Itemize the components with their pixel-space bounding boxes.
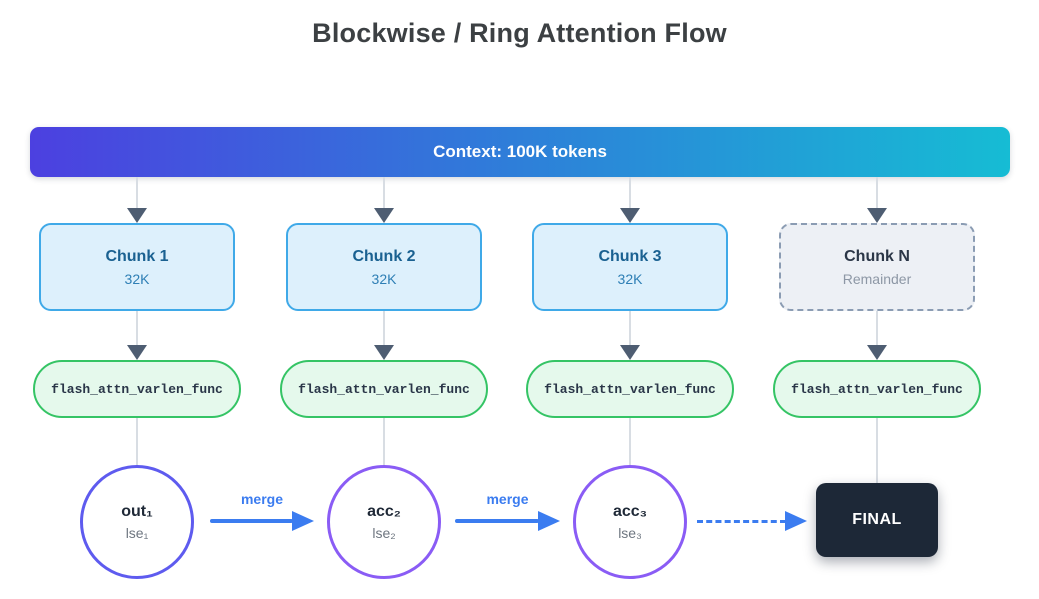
flash-attn-pill-4: flash_attn_varlen_func	[773, 360, 981, 418]
acc-node-2: acc₂ lse₂	[327, 465, 441, 579]
connector-line	[136, 311, 138, 345]
chunk-box-1: Chunk 1 32K	[39, 223, 235, 311]
chunk-label: Chunk 1	[105, 247, 169, 265]
connector-line	[383, 177, 385, 208]
chunk-box-2: Chunk 2 32K	[286, 223, 482, 311]
flash-attn-label: flash_attn_varlen_func	[298, 381, 470, 397]
merge-label: merge	[240, 491, 284, 507]
arrow-shaft	[697, 519, 786, 523]
final-box: FINAL	[816, 483, 938, 557]
chunk-box-3: Chunk 3 32K	[532, 223, 728, 311]
connector-line	[629, 311, 631, 345]
connector-line	[629, 177, 631, 208]
flash-attn-pill-1: flash_attn_varlen_func	[33, 360, 241, 418]
final-label: FINAL	[852, 511, 902, 528]
arrow-down-icon	[620, 208, 640, 223]
context-banner: Context: 100K tokens	[30, 127, 1010, 177]
chunk-size-label: Remainder	[842, 270, 912, 287]
flash-attn-label: flash_attn_varlen_func	[544, 381, 716, 397]
arrow-head	[785, 511, 807, 531]
arrow-shaft	[210, 519, 293, 523]
arrow-down-icon	[374, 208, 394, 223]
context-banner-label: Context: 100K tokens	[433, 142, 607, 161]
chunk-label: Chunk N	[844, 247, 910, 265]
arrow-down-icon	[867, 208, 887, 223]
node-sub-label: lse₁	[125, 525, 149, 541]
node-sub-label: lse₃	[618, 525, 642, 541]
arrow-down-icon	[127, 208, 147, 223]
node-sub-label: lse₂	[372, 525, 396, 541]
chunk-label: Chunk 3	[598, 247, 662, 265]
node-label: out₁	[121, 503, 153, 520]
node-label: acc₂	[367, 503, 401, 520]
connector-line	[136, 418, 138, 466]
arrow-head	[538, 511, 560, 531]
connector-line	[629, 418, 631, 466]
chunk-label: Chunk 2	[352, 247, 416, 265]
page-title: Blockwise / Ring Attention Flow	[312, 18, 727, 48]
arrow-head	[292, 511, 314, 531]
connector-line	[876, 311, 878, 345]
connector-line	[876, 177, 878, 208]
arrow-shaft	[455, 519, 539, 523]
arrow-down-icon	[620, 345, 640, 360]
flash-attn-label: flash_attn_varlen_func	[791, 381, 963, 397]
connector-line	[383, 418, 385, 466]
out-node-1: out₁ lse₁	[80, 465, 194, 579]
chunk-size-label: 32K	[371, 270, 397, 287]
flash-attn-pill-3: flash_attn_varlen_func	[526, 360, 734, 418]
flash-attn-label: flash_attn_varlen_func	[51, 381, 223, 397]
acc-node-3: acc₃ lse₃	[573, 465, 687, 579]
connector-line	[136, 177, 138, 208]
node-label: acc₃	[612, 503, 648, 520]
merge-label: merge	[486, 491, 529, 507]
chunk-box-n: Chunk N Remainder	[779, 223, 975, 311]
chunk-size-label: 32K	[124, 270, 150, 287]
arrow-down-icon	[867, 345, 887, 360]
connector-line	[876, 418, 878, 483]
arrow-down-icon	[127, 345, 147, 360]
merge-arrow-icon	[210, 510, 314, 532]
merge-arrow-icon	[455, 510, 560, 532]
chunk-size-label: 32K	[617, 270, 643, 287]
connector-line	[383, 311, 385, 345]
arrow-down-icon	[374, 345, 394, 360]
flash-attn-pill-2: flash_attn_varlen_func	[280, 360, 488, 418]
dashed-arrow-icon	[697, 510, 807, 532]
